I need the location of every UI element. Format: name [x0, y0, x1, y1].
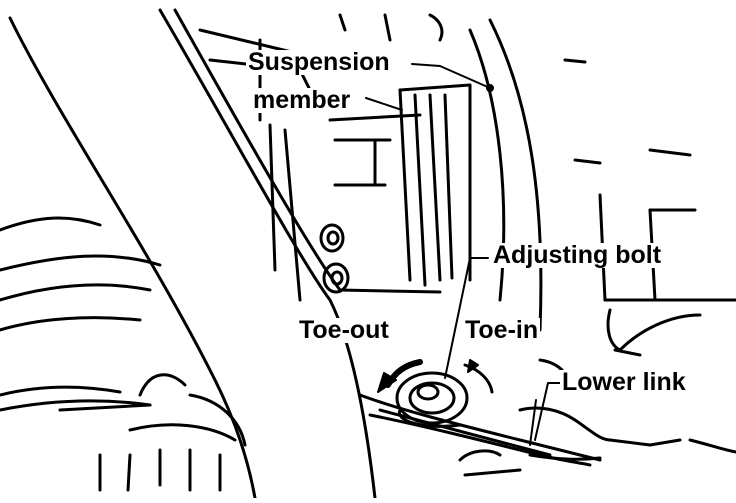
label-suspension-member-line2: member [251, 86, 353, 114]
label-adjusting-bolt: Adjusting bolt [491, 241, 664, 269]
adjusting-bolt-cam [397, 373, 467, 426]
lower-link-arm [360, 360, 610, 475]
body-panel-lines [565, 60, 736, 452]
label-suspension-member-line1: Suspension [246, 48, 392, 76]
tire-outline [0, 18, 255, 498]
label-toe-out: Toe-out [297, 316, 391, 344]
label-toe-in: Toe-in [463, 316, 541, 344]
member-bolts [321, 225, 348, 292]
label-lower-link: Lower link [560, 368, 688, 396]
curved-arrow-left-icon [377, 362, 420, 393]
curved-arrow-right-icon [465, 359, 492, 392]
leader-lines [366, 64, 563, 440]
